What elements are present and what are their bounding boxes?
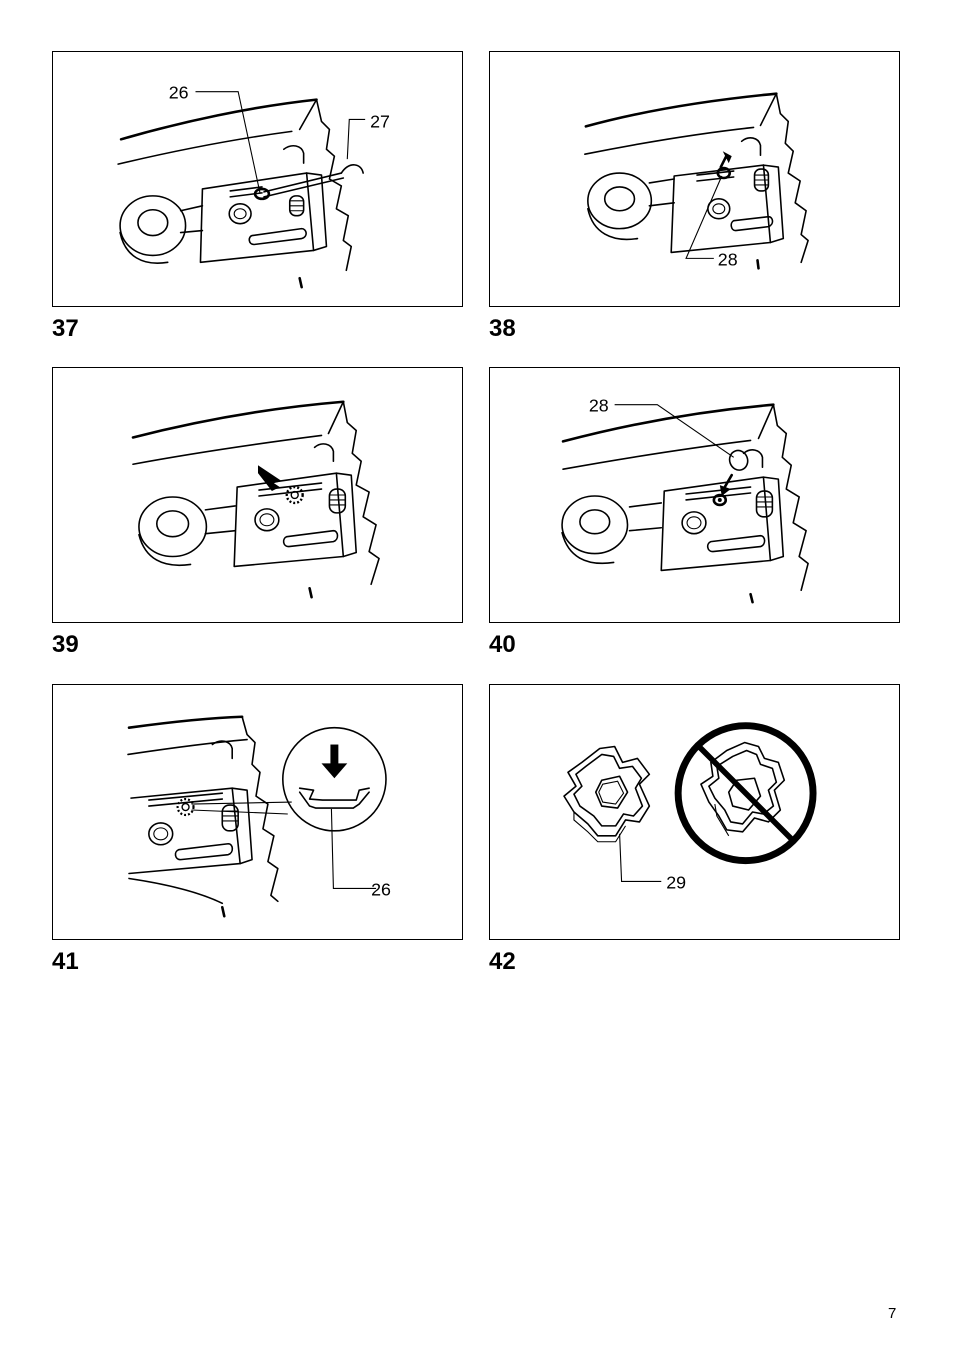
figure-40-panel: 28 [489, 367, 900, 623]
callout-leader-28 [686, 176, 722, 258]
figure-40-number: 40 [489, 633, 516, 657]
callout-29: 29 [666, 872, 686, 892]
page-number: 7 [888, 1305, 896, 1322]
chainsaw-bar-drawing [585, 94, 808, 269]
chainsaw-bar-drawing [562, 405, 808, 602]
chainsaw-bar-drawing [128, 717, 278, 916]
figure-42-illustration: 29 [490, 685, 899, 939]
sprocket-correct-orientation [564, 747, 649, 842]
callout-leader-28 [615, 405, 734, 458]
figure-41-panel: 26 [52, 684, 463, 940]
figure-38-panel: 28 [489, 51, 900, 307]
callout-leader-29 [620, 834, 662, 882]
callout-26: 26 [371, 879, 391, 899]
figure-42-number: 42 [489, 950, 516, 974]
figure-37-illustration: 26 27 [53, 52, 462, 306]
callout-28: 28 [589, 396, 609, 416]
callout-28: 28 [718, 249, 738, 269]
detail-magnifier [192, 728, 386, 831]
chainsaw-bar-drawing [118, 100, 363, 288]
figure-38-number: 38 [489, 317, 516, 341]
figure-37-panel: 26 27 [52, 51, 463, 307]
figure-38-illustration: 28 [490, 52, 899, 306]
figure-41-number: 41 [52, 950, 79, 974]
callout-26: 26 [169, 83, 189, 103]
figure-41-illustration: 26 [53, 685, 462, 939]
figure-40-illustration: 28 [490, 368, 899, 622]
figure-37-number: 37 [52, 317, 79, 341]
chainsaw-bar-drawing [133, 402, 379, 597]
figure-39-number: 39 [52, 633, 79, 657]
figure-42-panel: 29 [489, 684, 900, 940]
figure-39-illustration [53, 368, 462, 622]
sprocket-wrong-orientation [678, 726, 813, 861]
callout-27: 27 [370, 111, 390, 131]
figure-39-panel [52, 367, 463, 623]
callout-leader-26 [331, 809, 376, 888]
